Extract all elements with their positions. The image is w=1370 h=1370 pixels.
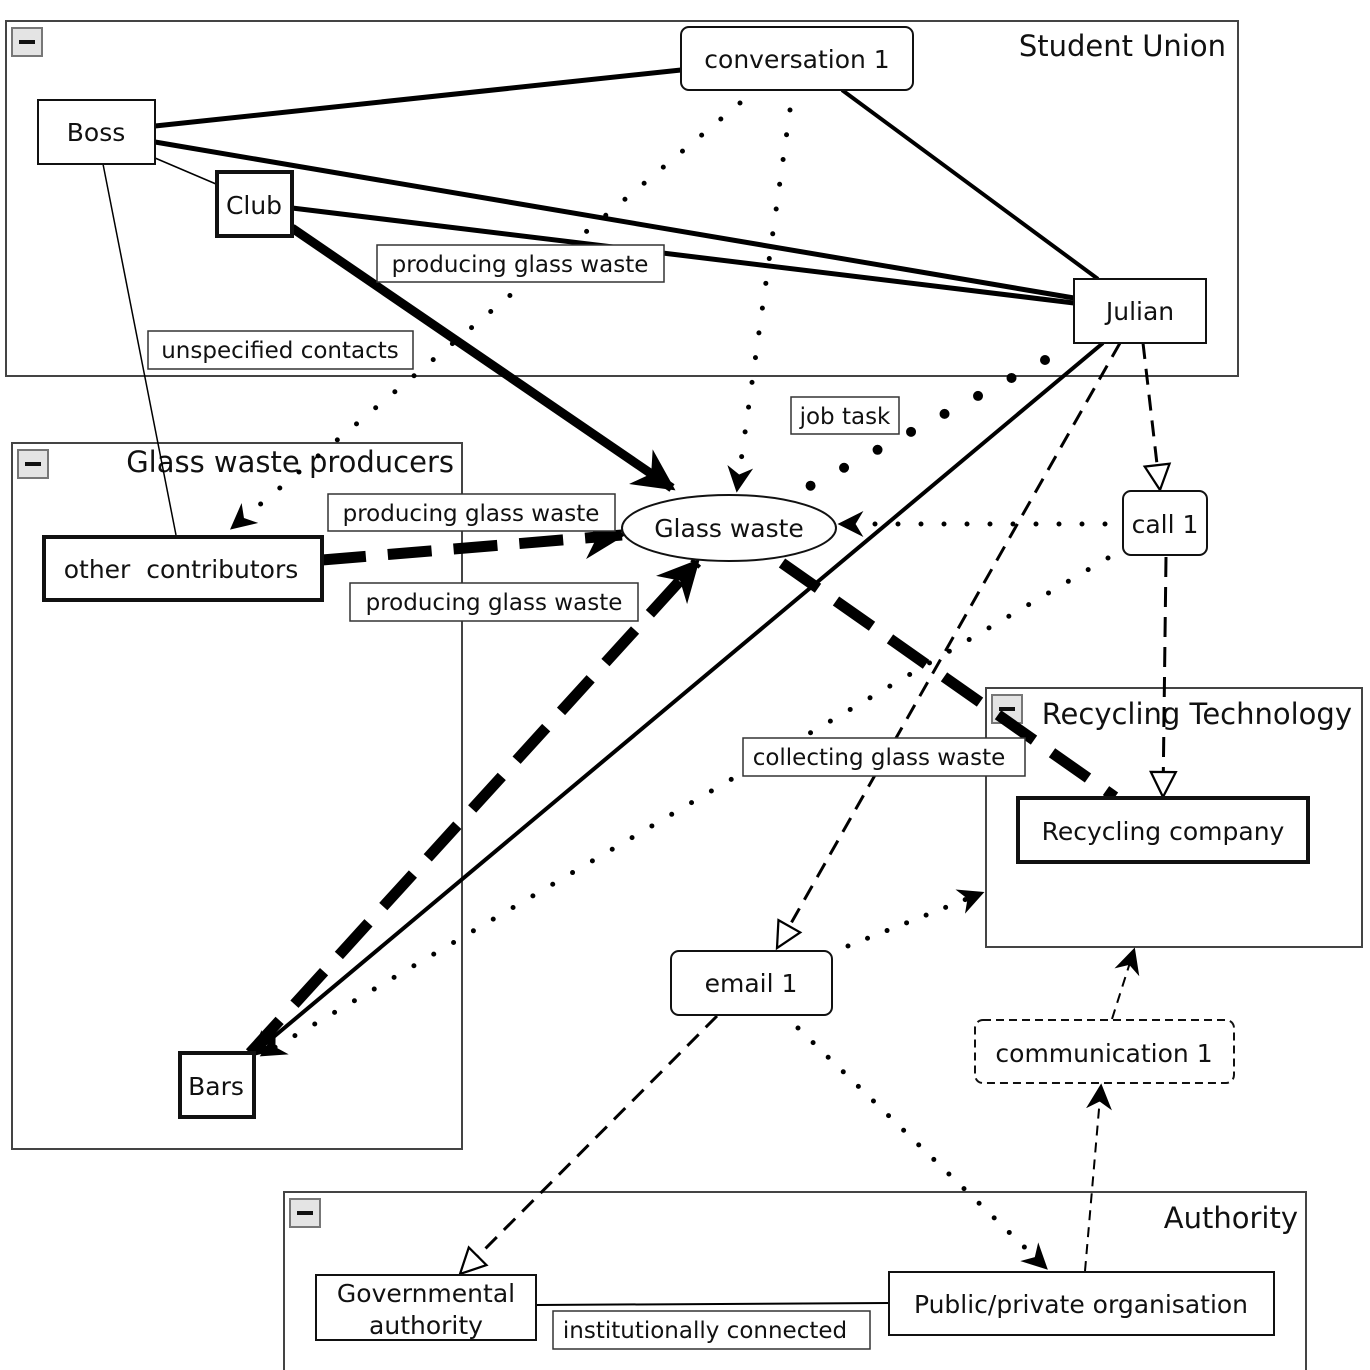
edge-label-job-task[interactable]: job task (790, 396, 900, 435)
edge-julian-email[interactable] (775, 342, 1122, 948)
svg-text:communication 1: communication 1 (995, 1039, 1212, 1068)
group-title-authority: Authority (1164, 1201, 1298, 1235)
node-bars[interactable]: Bars (178, 1051, 256, 1119)
svg-text:Recycling company: Recycling company (1042, 817, 1285, 846)
edge-communication-recycling-technology[interactable] (1111, 947, 1140, 1020)
edge-label-bars-glass[interactable]: producing glass waste (349, 582, 639, 622)
group-title-recycling-technology: Recycling Technology (1042, 697, 1352, 731)
edge-glass-waste-recycling-company[interactable] (778, 558, 1119, 802)
minus-icon (19, 40, 35, 44)
svg-text:Club: Club (226, 191, 282, 220)
edge-label-club-glass[interactable]: producing glass waste (376, 244, 665, 283)
group-title-glass-waste-producers: Glass waste producers (126, 445, 454, 479)
svg-text:Bars: Bars (188, 1072, 244, 1101)
edge-club-julian[interactable] (291, 205, 1075, 306)
collapse-button-authority[interactable] (289, 1198, 321, 1228)
svg-text:Glass waste: Glass waste (654, 514, 804, 543)
node-club[interactable]: Club (215, 170, 294, 238)
node-communication-1[interactable]: communication 1 (974, 1019, 1235, 1084)
node-boss[interactable]: Boss (37, 99, 156, 165)
svg-text:producing glass waste: producing glass waste (343, 501, 600, 527)
edge-public-private-communication[interactable] (1084, 1083, 1112, 1272)
group-student-union[interactable]: Student Union (5, 20, 1239, 377)
node-email-1[interactable]: email 1 (670, 950, 833, 1016)
svg-text:Public/private organisation: Public/private organisation (914, 1290, 1248, 1319)
node-conversation-1[interactable]: conversation 1 (680, 26, 914, 91)
edge-boss-conversation[interactable] (154, 67, 682, 129)
edges (102, 67, 1166, 1306)
svg-text:conversation 1: conversation 1 (704, 45, 889, 74)
svg-text:unspecified contacts: unspecified contacts (161, 338, 399, 364)
svg-text:job task: job task (799, 404, 891, 430)
svg-text:producing glass waste: producing glass waste (366, 590, 623, 616)
node-public-private-organisation[interactable]: Public/private organisation (888, 1271, 1275, 1336)
edge-boss-club[interactable] (154, 157, 217, 185)
minus-icon (999, 707, 1015, 711)
minus-icon (297, 1211, 313, 1215)
edge-governmental-public-private[interactable] (535, 1302, 890, 1306)
node-other-contributors[interactable]: other contributors (42, 535, 324, 602)
edge-label-collecting-glass-waste[interactable]: collecting glass waste (742, 737, 1026, 777)
node-julian[interactable]: Julian (1073, 278, 1207, 344)
edge-other-contributors-glass-waste[interactable] (321, 517, 627, 566)
edge-bars-glass-waste[interactable] (245, 558, 702, 1057)
svg-text:authority: authority (369, 1311, 483, 1340)
edge-email-recycling-technology[interactable] (845, 889, 985, 949)
edge-club-glass-waste[interactable] (289, 224, 676, 492)
edge-boss-julian[interactable] (154, 139, 1075, 301)
edge-email-governmental-authority[interactable] (460, 1014, 719, 1274)
edge-julian-bars[interactable] (250, 341, 1105, 1057)
svg-text:email 1: email 1 (705, 969, 798, 998)
edge-label-other-glass[interactable]: producing glass waste (327, 493, 616, 532)
svg-text:Governmental: Governmental (337, 1279, 515, 1308)
edge-label-unspecified-contacts[interactable]: unspecified contacts (147, 330, 414, 370)
svg-text:producing glass waste: producing glass waste (392, 252, 649, 278)
node-glass-waste[interactable]: Glass waste (621, 494, 837, 562)
svg-text:other contributors: other contributors (64, 555, 299, 584)
edge-call-recycling-company[interactable] (1163, 556, 1166, 797)
edge-label-institutionally-connected[interactable]: institutionally connected (552, 1310, 871, 1350)
edge-conversation-other-contributors[interactable] (229, 100, 743, 531)
svg-text:collecting glass waste: collecting glass waste (753, 745, 1006, 771)
svg-text:Julian: Julian (1104, 297, 1174, 326)
node-call-1[interactable]: call 1 (1122, 490, 1208, 556)
group-title-student-union: Student Union (1019, 29, 1226, 63)
node-governmental-authority[interactable]: Governmental authority (315, 1274, 537, 1341)
minus-icon (25, 462, 41, 466)
svg-text:call 1: call 1 (1132, 510, 1199, 539)
edge-boss-other-contributors[interactable] (102, 163, 177, 536)
svg-text:Boss: Boss (67, 118, 126, 147)
edge-labels: producing glass waste unspecified contac… (147, 244, 1026, 1350)
node-recycling-company[interactable]: Recycling company (1016, 796, 1310, 864)
svg-text:institutionally connected: institutionally connected (563, 1318, 847, 1344)
edge-conversation-julian[interactable] (840, 88, 1100, 281)
